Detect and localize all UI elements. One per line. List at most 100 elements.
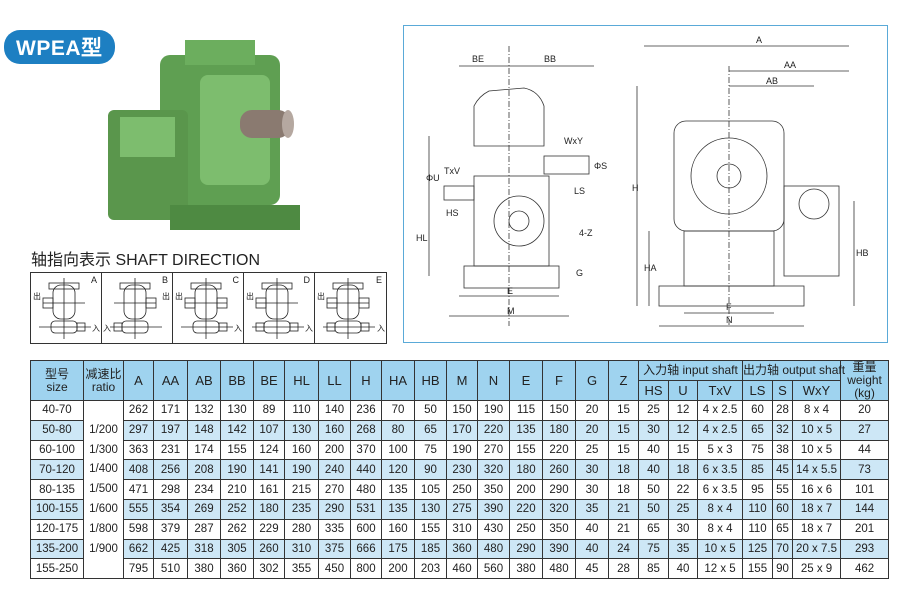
shaft-direction-c: C 出入	[173, 273, 244, 343]
dim-label-n: N	[726, 315, 733, 325]
table-cell: 65	[772, 518, 793, 540]
ratio-value: 1/900	[89, 542, 118, 555]
dim-label-bb: BB	[544, 54, 556, 64]
direction-letter: C	[232, 275, 240, 285]
header-n: N	[477, 360, 510, 401]
table-cell: 269	[187, 498, 221, 520]
table-cell: 25	[575, 439, 609, 461]
table-cell: 360	[446, 538, 478, 560]
table-cell: 250	[509, 518, 543, 540]
front-view-base	[658, 285, 805, 307]
table-cell: 15	[608, 419, 639, 441]
dim-label-f: F	[726, 302, 732, 312]
table-cell: 115	[509, 400, 543, 421]
table-cell: 110	[284, 400, 319, 421]
dim-label-u: ΦU	[426, 173, 440, 183]
table-cell: 320	[542, 498, 576, 520]
table-cell: 800	[350, 558, 382, 580]
table-cell: 370	[350, 439, 382, 461]
table-cell: 560	[477, 558, 510, 580]
table-cell: 430	[477, 518, 510, 540]
table-cell: 795	[123, 558, 154, 580]
table-cell: 65	[742, 419, 773, 441]
size-cell: 100-155	[30, 498, 84, 520]
table-cell: 20	[575, 419, 609, 441]
table-cell: 135	[381, 498, 415, 520]
table-cell: 8 x 4	[697, 518, 743, 540]
table-cell: 12	[668, 419, 698, 441]
table-cell: 210	[220, 479, 254, 500]
table-cell: 280	[284, 518, 319, 540]
dim-label-z: 4-Z	[579, 228, 593, 238]
table-cell: 25	[638, 400, 669, 421]
table-cell: 175	[381, 538, 415, 560]
gear-reducer-photo	[108, 40, 300, 230]
table-cell: 40	[668, 558, 698, 580]
table-cell: 50	[638, 479, 669, 500]
table-cell: 15	[608, 439, 639, 461]
ratio-value: 1/300	[89, 443, 118, 456]
table-cell: 262	[123, 400, 154, 421]
header-aa: AA	[153, 360, 188, 401]
header-z: Z	[608, 360, 639, 401]
header-h: H	[350, 360, 382, 401]
table-cell: 234	[187, 479, 221, 500]
input-label: 入	[92, 324, 100, 333]
table-cell: 40	[638, 459, 669, 481]
table-cell: 24	[608, 538, 639, 560]
table-cell: 190	[284, 459, 319, 481]
table-cell: 110	[742, 518, 773, 540]
table-cell: 379	[153, 518, 188, 540]
table-cell: 320	[477, 459, 510, 481]
output-label: 出	[175, 292, 183, 301]
table-cell: 20	[840, 400, 890, 421]
table-cell: 4 x 2.5	[697, 419, 743, 441]
header-size-cn: 型号	[44, 366, 69, 381]
table-cell: 25 x 9	[791, 558, 842, 580]
table-cell: 462	[840, 558, 890, 580]
table-cell: 124	[253, 439, 285, 461]
table-cell: 132	[187, 400, 221, 421]
direction-letter: B	[161, 275, 168, 285]
header-weight-en: weight	[847, 373, 882, 387]
table-cell: 480	[542, 558, 576, 580]
table-cell: 305	[220, 538, 254, 560]
table-cell: 14 x 5.5	[791, 459, 842, 481]
header-bb: BB	[220, 360, 254, 401]
table-cell: 375	[318, 538, 351, 560]
table-cell: 8 x 4	[697, 498, 743, 520]
header-output-shaft: 出力轴 output shaft	[741, 360, 845, 381]
header-a: A	[123, 360, 154, 401]
table-cell: 293	[840, 538, 890, 560]
table-cell: 298	[153, 479, 188, 500]
table-cell: 252	[220, 498, 254, 520]
header-wxy: WxY	[791, 380, 842, 401]
table-cell: 180	[509, 459, 543, 481]
table-cell: 363	[123, 439, 154, 461]
table-cell: 75	[414, 439, 447, 461]
table-cell: 236	[350, 400, 382, 421]
table-cell: 25	[668, 498, 698, 520]
size-cell: 40-70	[30, 400, 84, 421]
table-cell: 290	[509, 538, 543, 560]
table-cell: 4 x 2.5	[697, 400, 743, 421]
header-ratio-cn: 减速比	[85, 366, 122, 381]
table-cell: 200	[318, 439, 351, 461]
header-input-shaft: 入力轴 input shaft	[638, 360, 743, 381]
table-cell: 208	[187, 459, 221, 481]
table-cell: 666	[350, 538, 382, 560]
table-cell: 229	[253, 518, 285, 540]
ratio-value: 1/500	[89, 483, 118, 496]
table-cell: 215	[284, 479, 319, 500]
table-cell: 142	[220, 419, 254, 441]
table-cell: 50	[414, 400, 447, 421]
input-label: 入	[234, 324, 242, 333]
dim-label-a: A	[756, 35, 762, 45]
table-cell: 5 x 3	[697, 439, 743, 461]
table-cell: 55	[772, 479, 793, 500]
